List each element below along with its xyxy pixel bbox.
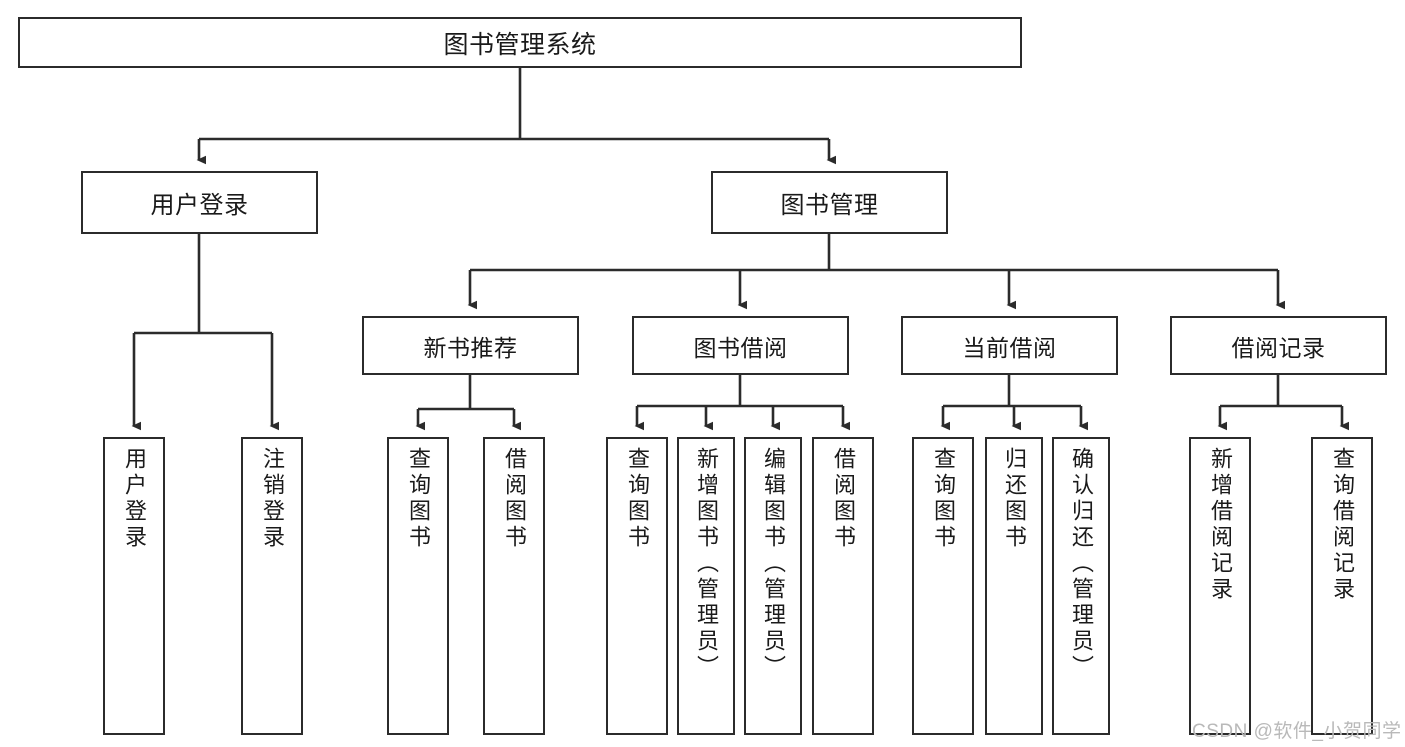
node-label: 图书借阅 — [693, 334, 788, 361]
node-label: 编辑图书（管理员） — [761, 447, 786, 681]
node-label: 图书管理系统 — [443, 30, 597, 59]
leaf-borrow-book-1[interactable]: 借阅图书 — [483, 437, 545, 735]
node-book-manage[interactable]: 图书管理 — [711, 171, 948, 234]
leaf-add-borrow-record[interactable]: 新增借阅记录 — [1189, 437, 1251, 735]
node-current-borrow[interactable]: 当前借阅 — [901, 316, 1118, 375]
node-label: 用户登录 — [150, 192, 249, 219]
connector-group — [131, 68, 1350, 431]
node-label: 新书推荐 — [423, 334, 518, 361]
node-label: 新增借阅记录 — [1208, 447, 1233, 603]
node-label: 借阅图书 — [502, 447, 527, 551]
node-label: 查询图书 — [406, 447, 431, 551]
node-borrow-record[interactable]: 借阅记录 — [1170, 316, 1387, 375]
watermark: CSDN @软件_小贺同学 — [1192, 721, 1402, 742]
node-label: 借阅记录 — [1231, 334, 1326, 361]
node-user-login[interactable]: 用户登录 — [81, 171, 318, 234]
leaf-user-login[interactable]: 用户登录 — [103, 437, 165, 735]
node-new-book-recommend[interactable]: 新书推荐 — [362, 316, 579, 375]
leaf-query-book-1[interactable]: 查询图书 — [387, 437, 449, 735]
node-root[interactable]: 图书管理系统 — [18, 17, 1022, 68]
node-label: 查询图书 — [625, 447, 650, 551]
leaf-query-book-2[interactable]: 查询图书 — [606, 437, 668, 735]
node-label: 归还图书 — [1002, 447, 1027, 551]
node-label: 借阅图书 — [831, 447, 856, 551]
leaf-add-book[interactable]: 新增图书（管理员） — [677, 437, 735, 735]
node-label: 用户登录 — [122, 447, 147, 551]
node-book-borrow[interactable]: 图书借阅 — [632, 316, 849, 375]
leaf-confirm-return[interactable]: 确认归还（管理员） — [1052, 437, 1110, 735]
leaf-query-book-3[interactable]: 查询图书 — [912, 437, 974, 735]
leaf-query-borrow-record[interactable]: 查询借阅记录 — [1311, 437, 1373, 735]
node-label: 当前借阅 — [962, 334, 1057, 361]
node-label: 新增图书（管理员） — [694, 447, 719, 681]
node-label: 查询借阅记录 — [1330, 447, 1355, 603]
node-label: 查询图书 — [931, 447, 956, 551]
node-label: 图书管理 — [780, 192, 879, 219]
node-label: 确认归还（管理员） — [1069, 447, 1094, 681]
leaf-borrow-book-2[interactable]: 借阅图书 — [812, 437, 874, 735]
leaf-edit-book[interactable]: 编辑图书（管理员） — [744, 437, 802, 735]
node-label: 注销登录 — [260, 447, 285, 551]
leaf-logout[interactable]: 注销登录 — [241, 437, 303, 735]
leaf-return-book[interactable]: 归还图书 — [985, 437, 1043, 735]
